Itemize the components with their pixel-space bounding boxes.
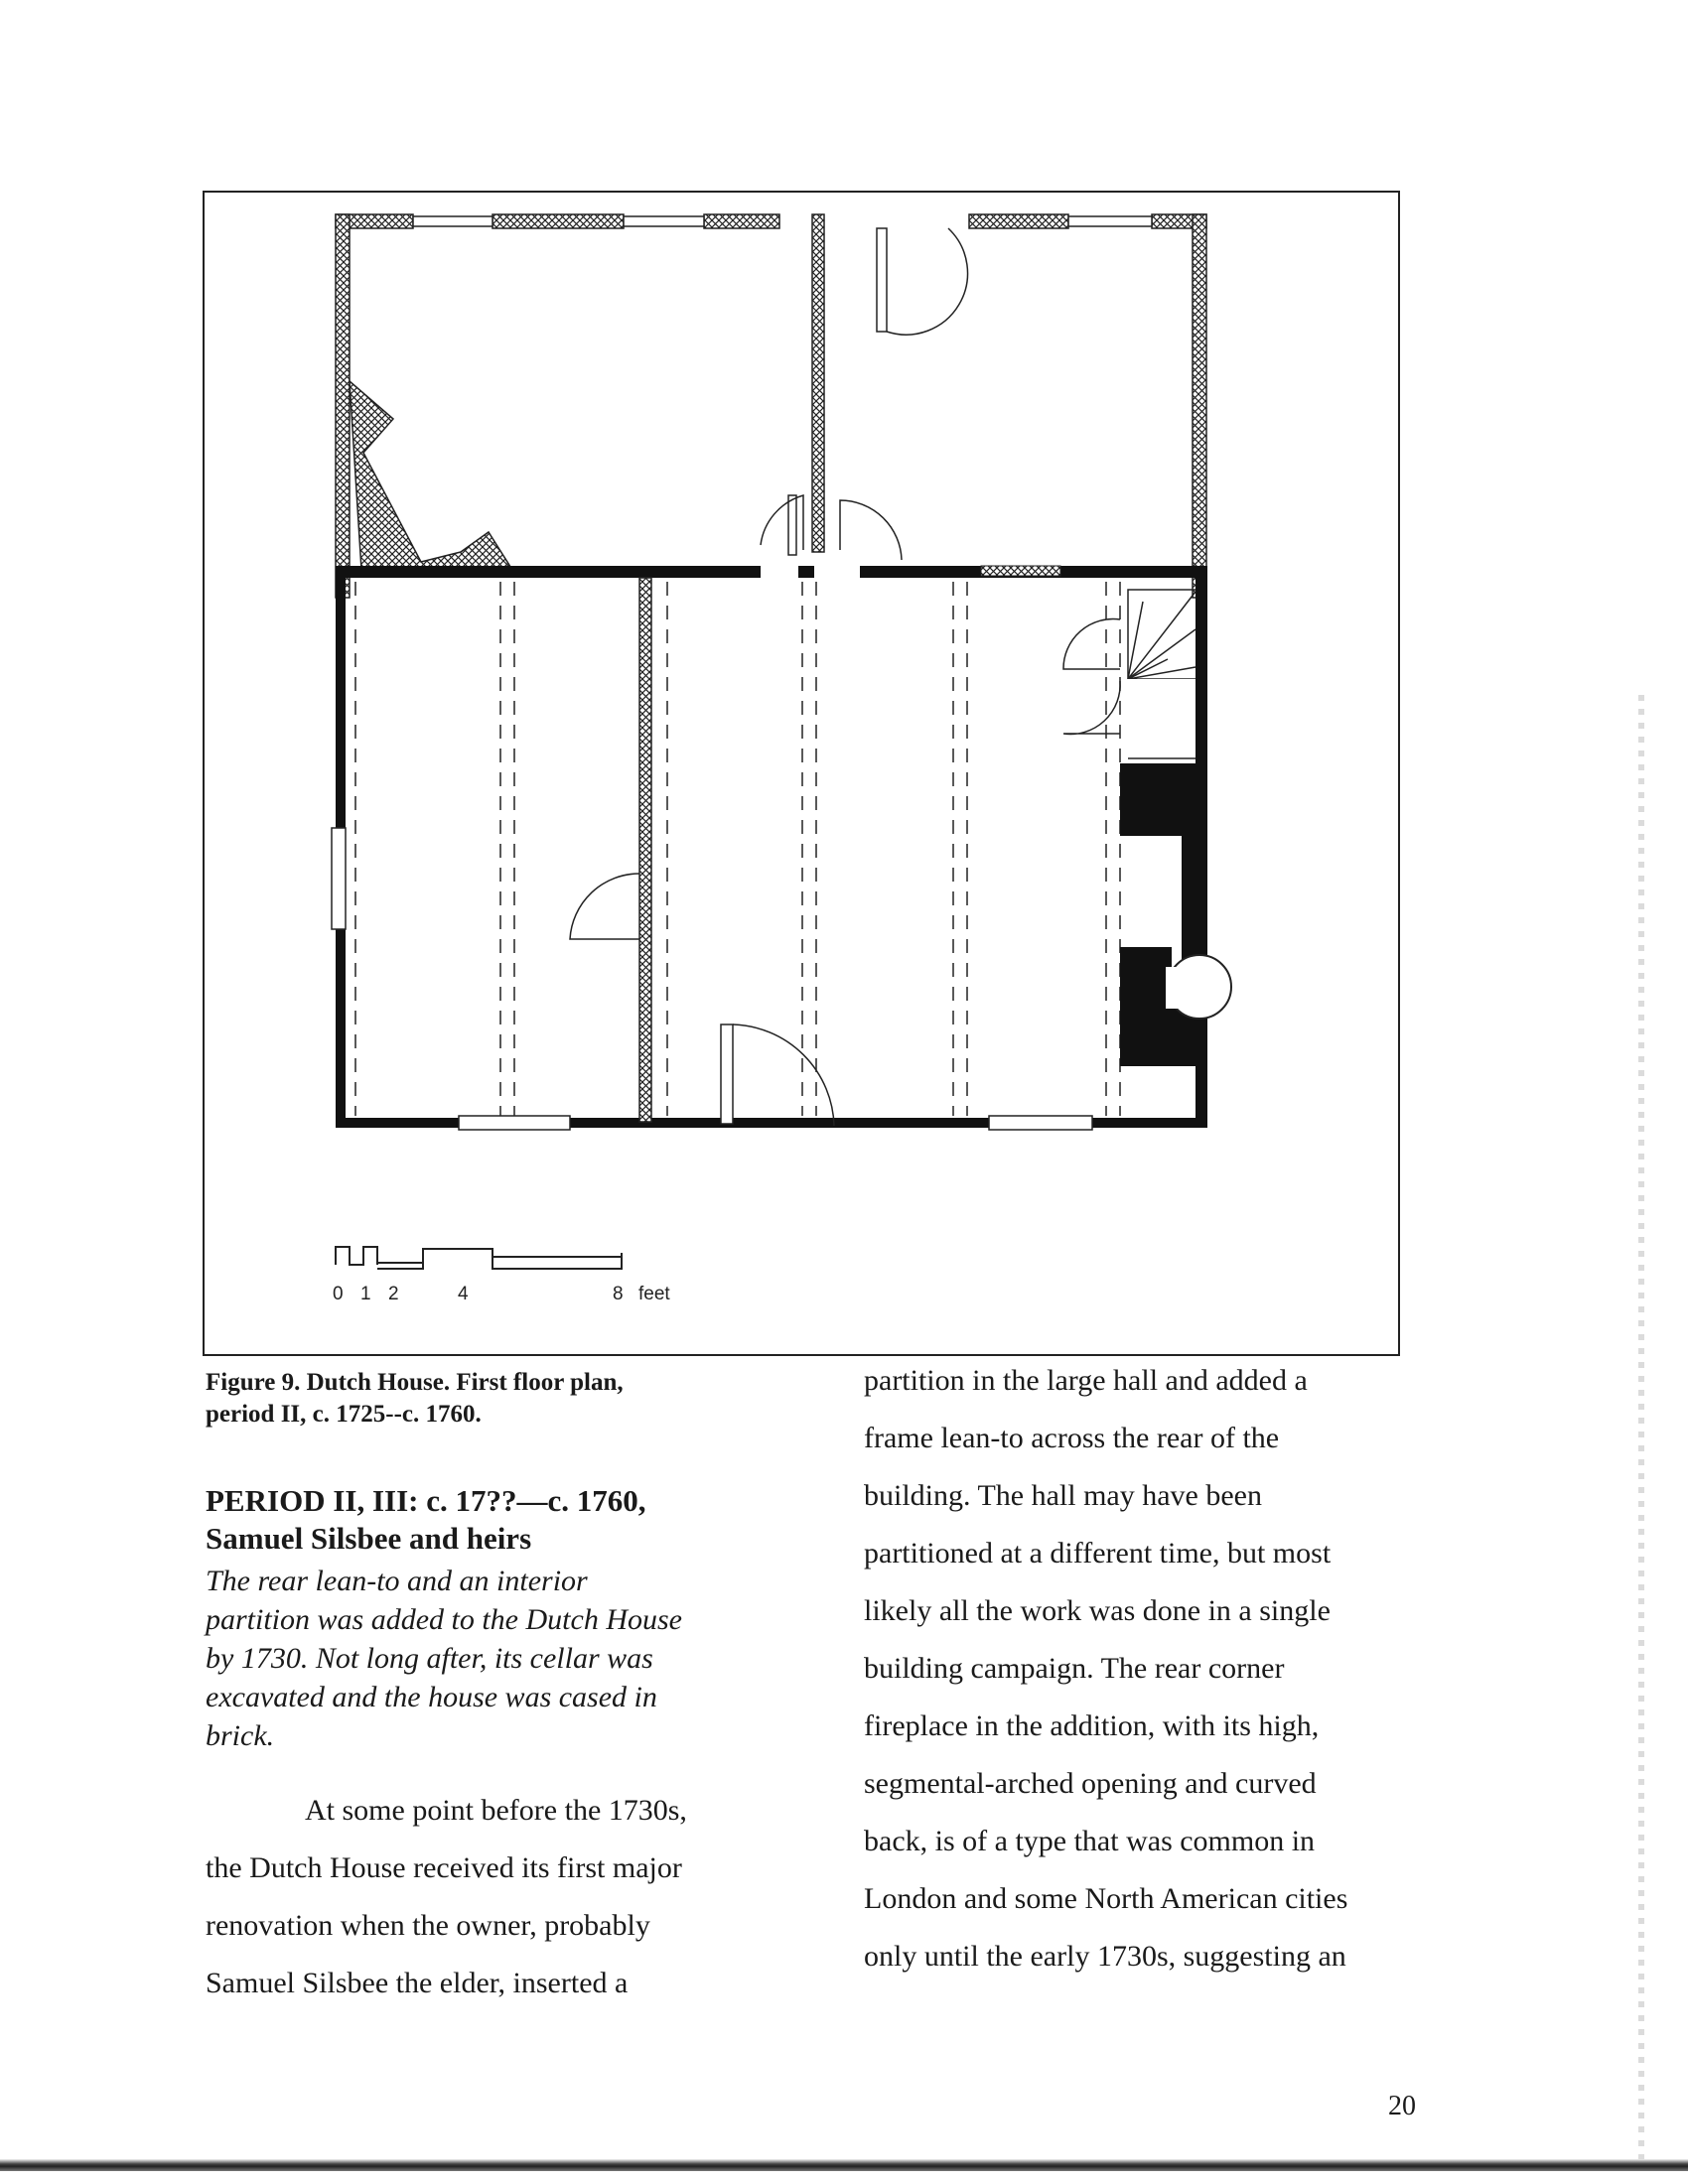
figure-caption: Figure 9. Dutch House. First floor plan,… (206, 1367, 742, 1431)
summary-line: excavated and the house was cased in (206, 1681, 657, 1713)
caption-line: period II, c. 1725--c. 1760. (206, 1401, 482, 1428)
body-line: London and some North American cities (864, 1882, 1348, 1915)
floor-plan-drawing (331, 213, 1232, 1270)
rear-walls (336, 566, 1207, 1128)
summary-line: The rear lean-to and an interior (206, 1565, 588, 1597)
body-line: At some point before the 1730s, (305, 1794, 687, 1827)
body-text-right-column: partition in the large hall and added a … (864, 1352, 1430, 1985)
section-heading: PERIOD II, III: c. 17??—c. 1760, Samuel … (206, 1482, 762, 1558)
body-line: only until the early 1730s, suggesting a… (864, 1940, 1346, 1973)
scale-bar (335, 1246, 623, 1270)
body-line: Samuel Silsbee the elder, inserted a (206, 1967, 629, 1999)
section-summary: The rear lean-to and an interior partiti… (206, 1562, 762, 1755)
caption-line: Figure 9. Dutch House. First floor plan, (206, 1369, 624, 1396)
scale-labels: 0 1 2 4 8 feet (333, 1284, 1028, 1313)
body-line: the Dutch House received its first major (206, 1851, 682, 1884)
body-line: fireplace in the addition, with its high… (864, 1709, 1320, 1742)
body-line: back, is of a type that was common in (864, 1825, 1316, 1857)
rear-openings (331, 827, 1093, 1131)
scale-label-8: 8 (613, 1284, 624, 1304)
floor-plan-figure: 0 1 2 4 8 feet (203, 191, 1400, 1356)
corner-fireplace (1120, 763, 1232, 1066)
scale-label-unit: feet (638, 1284, 670, 1304)
body-line: partitioned at a different time, but mos… (864, 1537, 1332, 1570)
summary-line: partition was added to the Dutch House (206, 1603, 682, 1636)
body-line: segmental-arched opening and curved (864, 1767, 1317, 1800)
summary-line: brick. (206, 1719, 275, 1752)
scale-label-1: 1 (360, 1284, 371, 1304)
front-doors (760, 227, 969, 561)
scale-label-4: 4 (458, 1284, 469, 1304)
scan-bottom-edge (0, 2159, 1688, 2171)
dashed-framing-lines (354, 582, 1121, 1116)
body-line: frame lean-to across the rear of the (864, 1422, 1280, 1454)
body-line: partition in the large hall and added a (864, 1364, 1308, 1397)
front-brick-walls (335, 213, 1207, 599)
scan-binding-shadow (1638, 695, 1644, 2164)
front-windows (412, 215, 1153, 227)
body-line: building campaign. The rear corner (864, 1652, 1285, 1685)
rear-brick-patch (980, 565, 1061, 577)
body-text-left-column: At some point before the 1730s, the Dutc… (206, 1782, 762, 2012)
scale-label-2: 2 (388, 1284, 399, 1304)
body-line: renovation when the owner, probably (206, 1909, 650, 1942)
body-line: building. The hall may have been (864, 1479, 1263, 1512)
heading-line: PERIOD II, III: c. 17??—c. 1760, (206, 1483, 646, 1518)
body-line: likely all the work was done in a single (864, 1594, 1331, 1627)
stair (1062, 589, 1196, 759)
brick-partition (638, 577, 652, 1123)
scale-label-0: 0 (333, 1284, 344, 1304)
summary-line: by 1730. Not long after, its cellar was (206, 1642, 653, 1675)
heading-line: Samuel Silsbee and heirs (206, 1521, 532, 1556)
page-number: 20 (1388, 2091, 1416, 2121)
